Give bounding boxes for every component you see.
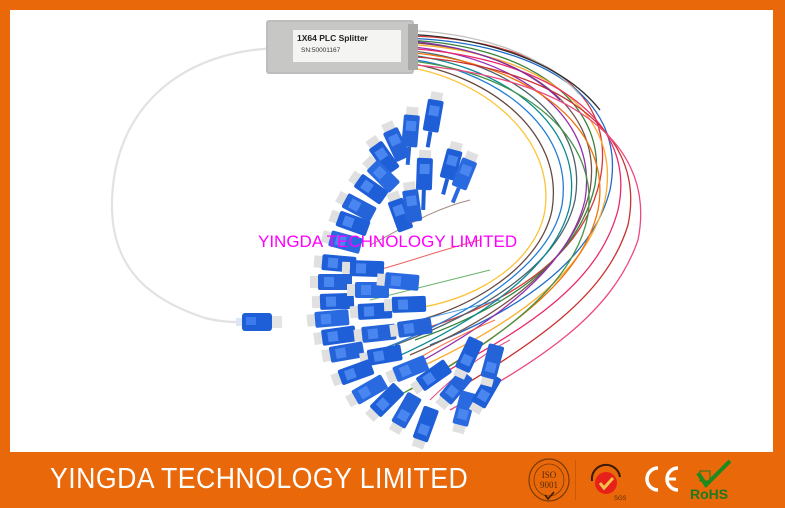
splitter-illustration	[110, 20, 642, 450]
cert-divider	[575, 460, 576, 500]
sc-connectors	[306, 91, 505, 450]
company-name: YINGDA TECHNOLOGY LIMITED	[50, 463, 469, 495]
svg-text:ISO: ISO	[542, 470, 557, 480]
splitter-serial-number: SN:50001167	[301, 47, 341, 54]
input-connector	[236, 313, 282, 331]
product-photo	[10, 10, 773, 452]
watermark-text: YINGDA TECHNOLOGY LIMITED	[258, 232, 518, 251]
splitter-label-title: 1X64 PLC Splitter	[297, 33, 368, 43]
iso-9001-icon: ISO 9001	[527, 457, 571, 503]
rohs-icon: RoHS	[688, 459, 740, 502]
splitter-label	[293, 30, 401, 62]
svg-text:SGS: SGS	[614, 496, 626, 501]
svg-text:9001: 9001	[540, 480, 558, 490]
svg-text:RoHS: RoHS	[690, 486, 728, 501]
sgs-icon: SGS	[586, 459, 627, 502]
ce-mark-icon	[642, 464, 682, 494]
